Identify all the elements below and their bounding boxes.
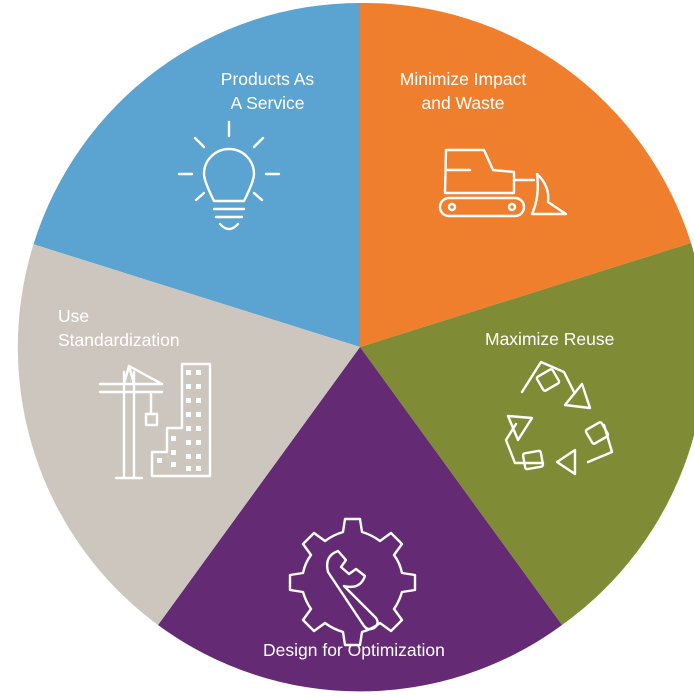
- label-products-as-a-service: Products As A Service: [205, 67, 330, 115]
- lightbulb-icon: [177, 120, 281, 231]
- label-minimize-impact: Minimize Impact and Waste: [388, 67, 538, 115]
- crane-building-icon: [98, 362, 212, 480]
- segment-use-standardization: [17, 244, 361, 626]
- segment-maximize-reuse: [360, 243, 694, 625]
- gear-wrench-icon: [288, 517, 417, 647]
- label-line: Use: [58, 306, 90, 326]
- bulldozer-icon: [438, 148, 568, 218]
- label-use-standardization: Use Standardization: [58, 304, 180, 352]
- label-design-optimization: Design for Optimization: [263, 638, 445, 662]
- label-maximize-reuse: Maximize Reuse: [485, 327, 614, 351]
- label-line: Design for Optimization: [263, 640, 445, 660]
- label-line: A Service: [230, 93, 305, 113]
- recycle-icon: [504, 360, 614, 476]
- label-line: Minimize Impact: [399, 69, 527, 89]
- label-line: Products As: [220, 69, 315, 89]
- segment-minimize-impact: [360, 2, 691, 347]
- label-line: Standardization: [58, 330, 180, 350]
- label-line: Maximize Reuse: [485, 329, 615, 349]
- label-line: and Waste: [421, 93, 505, 113]
- segment-products-as-a-service: [33, 2, 360, 347]
